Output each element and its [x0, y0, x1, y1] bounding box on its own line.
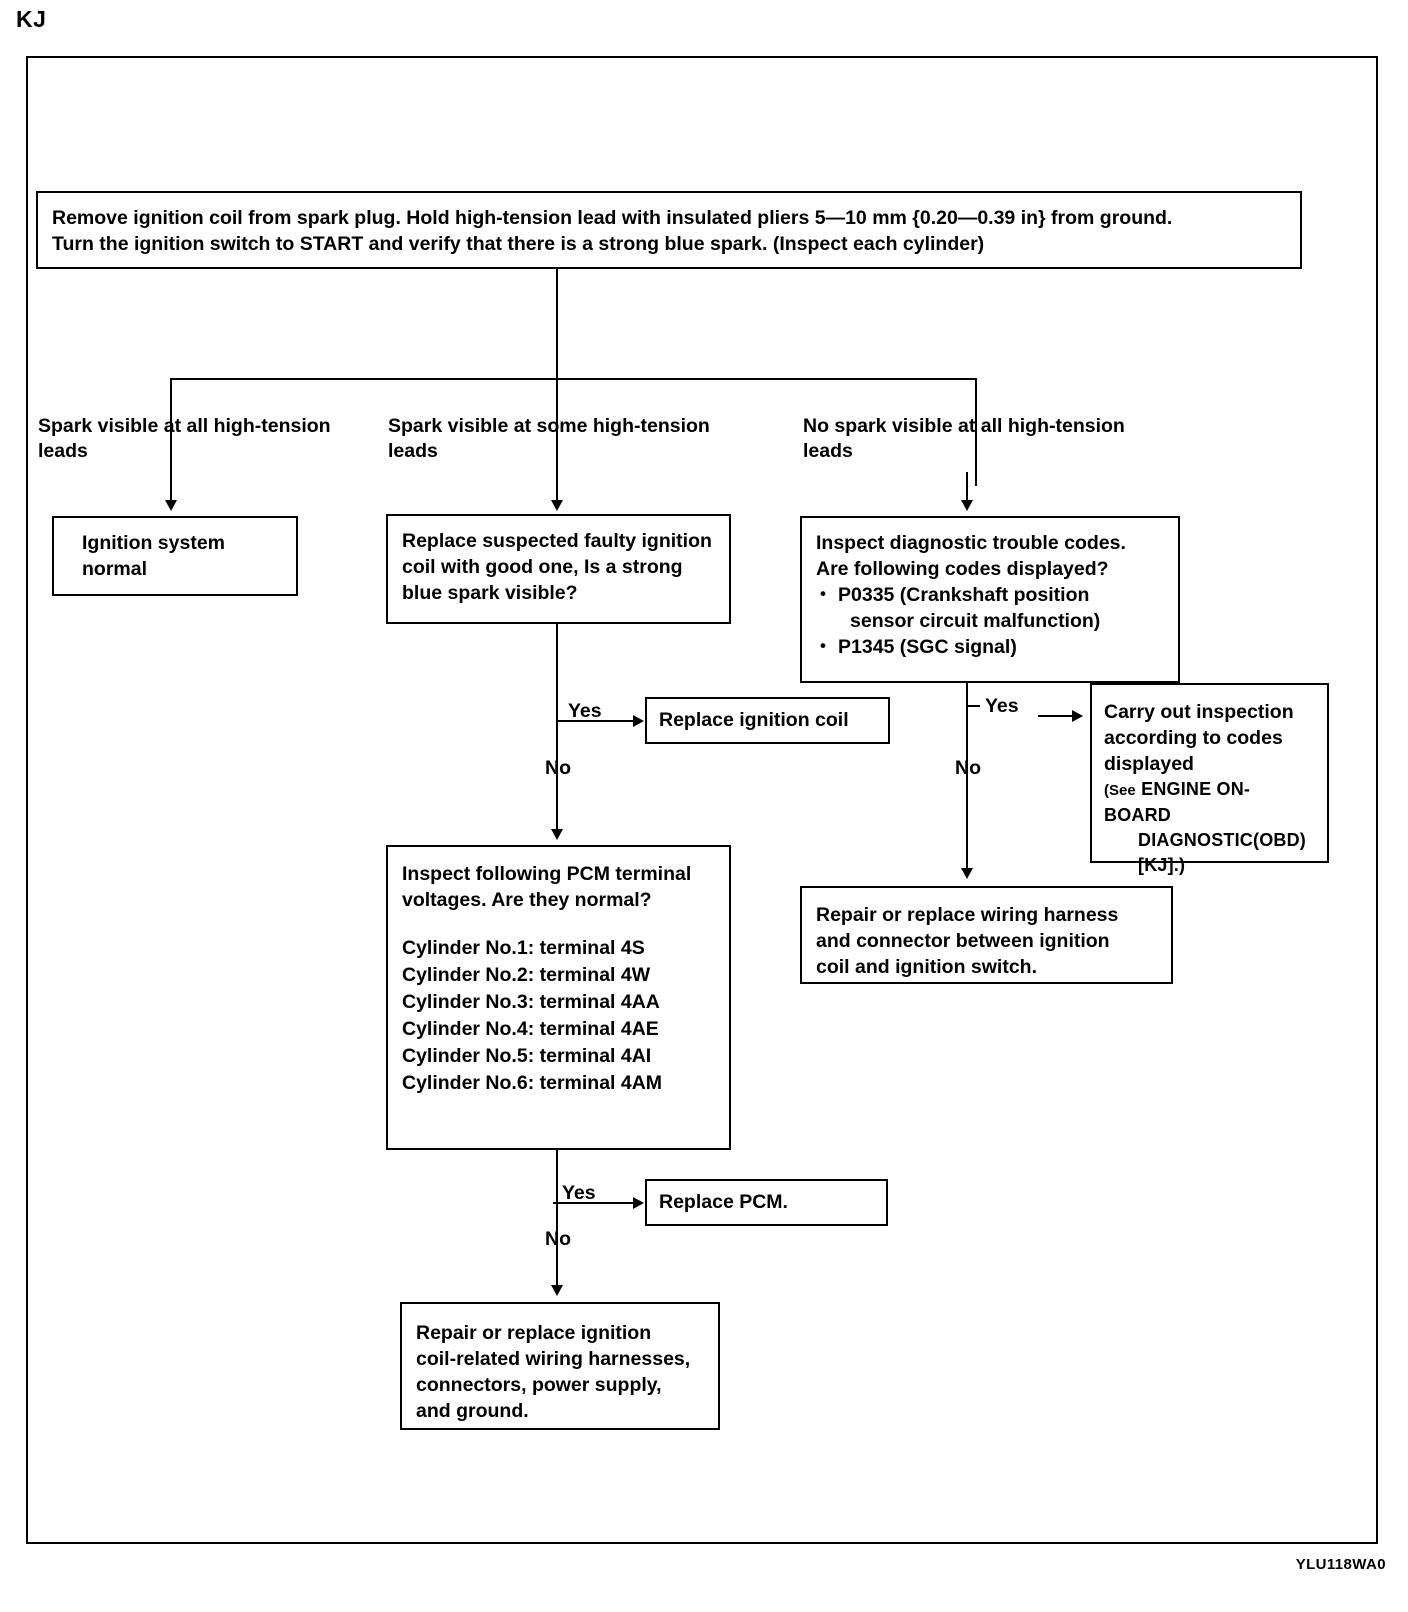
see-prefix: (See [1104, 782, 1136, 799]
connector-pcm-down [556, 1150, 558, 1290]
connector-distribution-bar [170, 378, 977, 380]
connector-arrow3-shaft [966, 472, 968, 504]
carry-out-line2: according to codes [1104, 727, 1283, 749]
edge-label-yes-2: Yes [562, 1182, 596, 1204]
connector-branch2-drop [556, 378, 558, 486]
box-replace-pcm: Replace PCM. [645, 1179, 888, 1226]
connector-yes1-line [556, 720, 641, 722]
connector-branch1-drop [170, 378, 172, 486]
connector-branch3-drop [975, 378, 977, 486]
carry-out-see-reference: (See ENGINE ON-BOARD DIAGNOSTIC(OBD) [KJ… [1104, 777, 1315, 878]
pcm-terminal-3: Cylinder No.4: terminal 4AE [402, 1018, 659, 1040]
dtc-heading-line2: Are following codes displayed? [816, 558, 1109, 580]
box-replace-suspected-coil: Replace suspected faulty ignition coil w… [386, 514, 731, 624]
branch-caption-all-leads: Spark visible at all high-tension leads [38, 415, 331, 462]
dtc-code-list: P0335 (Crankshaft position sensor circui… [816, 581, 1164, 660]
document-code: YLU118WA0 [1295, 1556, 1386, 1573]
connector-yes2-line [553, 1202, 641, 1204]
box-replace-ignition-coil: Replace ignition coil [645, 697, 890, 744]
arrow-down-icon-6 [961, 868, 973, 879]
dtc-heading-line1: Inspect diagnostic trouble codes. [816, 532, 1126, 554]
edge-label-no-1: No [545, 757, 571, 779]
box-repair-harness-ignition-switch: Repair or replace wiring harness and con… [800, 886, 1173, 984]
box-inspect-dtc: Inspect diagnostic trouble codes. Are fo… [800, 516, 1180, 683]
arrow-down-icon-3 [961, 500, 973, 511]
pcm-heading-line1: Inspect following PCM terminal [402, 863, 692, 885]
dtc-code-0-main: P0335 (Crankshaft position [838, 584, 1090, 606]
dtc-code-1-main: P1345 (SGC signal) [838, 636, 1017, 658]
arrow-right-icon-1 [633, 715, 644, 727]
connector-arrow2-shaft [556, 472, 558, 504]
arrow-down-icon-5 [551, 1285, 563, 1296]
start-box-line1: Remove ignition coil from spark plug. Ho… [52, 207, 1173, 229]
connector-dtc-down [966, 683, 968, 873]
dtc-code-0-cont: sensor circuit malfunction) [850, 610, 1101, 632]
connector-start-stem [556, 269, 558, 379]
box-carry-out-inspection: Carry out inspection according to codes … [1090, 683, 1329, 875]
list-item: P1345 (SGC signal) [816, 633, 1164, 660]
branch-caption-no-spark: No spark visible at all high-tension lea… [803, 415, 1125, 462]
arrow-down-icon-4 [551, 829, 563, 840]
see-reference-line1: ENGINE ON-BOARD [1104, 779, 1251, 825]
arrow-right-icon-2 [633, 1197, 644, 1209]
see-reference-line2: DIAGNOSTIC(OBD) [1138, 830, 1306, 850]
pcm-terminal-2: Cylinder No.3: terminal 4AA [402, 991, 660, 1013]
edge-label-no-2: No [545, 1228, 571, 1250]
box-inspect-pcm-terminals: Inspect following PCM terminal voltages.… [386, 845, 731, 1150]
list-item: P0335 (Crankshaft position sensor circui… [816, 581, 1164, 634]
connector-arrow1-shaft [170, 472, 172, 504]
pcm-terminal-list: Cylinder No.1: terminal 4S Cylinder No.2… [402, 935, 715, 1097]
connector-yes3-stub [966, 705, 980, 707]
edge-label-yes-1: Yes [568, 700, 602, 722]
see-reference-line3: [KJ].) [1138, 855, 1186, 875]
arrow-down-icon-1 [165, 500, 177, 511]
box-ignition-system-normal: Ignition system normal [52, 516, 298, 596]
start-box: Remove ignition coil from spark plug. Ho… [36, 191, 1302, 269]
start-box-line2: Turn the ignition switch to START and ve… [52, 233, 985, 255]
edge-label-yes-3: Yes [985, 695, 1019, 717]
branch-caption-some-leads: Spark visible at some high-tension leads [388, 415, 710, 462]
carry-out-line3: displayed [1104, 753, 1194, 775]
pcm-terminal-0: Cylinder No.1: terminal 4S [402, 937, 645, 959]
carry-out-line1: Carry out inspection [1104, 701, 1294, 723]
connector-yes3-line [1038, 715, 1080, 717]
arrow-down-icon-2 [551, 500, 563, 511]
pcm-terminal-1: Cylinder No.2: terminal 4W [402, 964, 651, 986]
pcm-heading-line2: voltages. Are they normal? [402, 889, 652, 911]
pcm-terminal-5: Cylinder No.6: terminal 4AM [402, 1072, 663, 1094]
edge-label-no-3: No [955, 757, 981, 779]
box-repair-coil-wiring: Repair or replace ignition coil-related … [400, 1302, 720, 1430]
arrow-right-icon-3 [1072, 710, 1083, 722]
page-title: KJ [16, 6, 47, 32]
diagram-frame [26, 56, 1378, 1544]
pcm-terminal-4: Cylinder No.5: terminal 4AI [402, 1045, 652, 1067]
connector-replace-suspected-down [556, 624, 558, 834]
